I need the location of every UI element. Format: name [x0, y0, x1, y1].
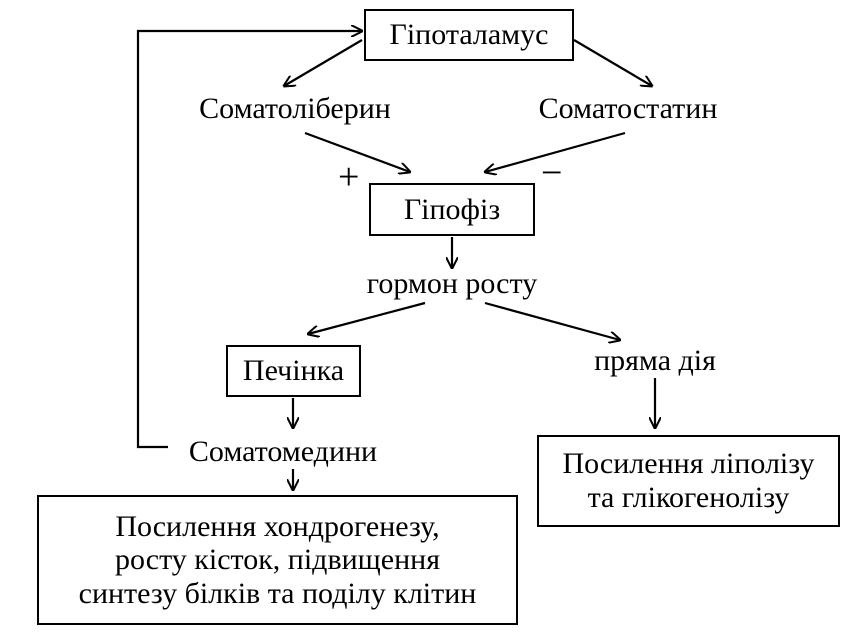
lipolysis-effect-line-1: Посилення ліполізу [562, 447, 815, 481]
direct-action-label: пряма дія [594, 344, 716, 377]
stimulation-sign: + [338, 156, 360, 198]
arrow-growth-hormone-to-direct-action [484, 301, 620, 340]
growth-hormone-label: гормон росту [366, 267, 538, 300]
arrow-somatostatin-to-pituitary [485, 131, 626, 172]
inhibition-sign: − [541, 152, 563, 194]
hypothalamus-box: Гіпоталамус [364, 9, 574, 61]
arrow-hypothalamus-to-somatostatin [573, 39, 652, 86]
growth-effect-line-1: Посилення хондрогенезу, [115, 509, 440, 543]
lipolysis-effect-line-2: та глікогенолізу [587, 481, 790, 514]
liver-label: Печінка [242, 354, 345, 388]
feedback-loop-arrow [136, 31, 362, 449]
growth-effect-box: Посилення хондрогенезу, росту кісток, пі… [37, 495, 518, 625]
arrow-somatoliberin-to-pituitary [304, 131, 410, 172]
arrow-hypothalamus-to-somatoliberin [284, 39, 363, 86]
liver-box: Печінка [226, 345, 361, 397]
lipolysis-effect-box: Посилення ліполізу та глікогенолізу [537, 435, 840, 527]
pituitary-box: Гіпофіз [369, 183, 535, 236]
arrow-growth-hormone-to-liver [308, 301, 426, 334]
somatoliberin-label: Соматоліберин [199, 92, 391, 125]
pituitary-label: Гіпофіз [403, 192, 501, 226]
somatomedins-label: Соматомедини [188, 435, 378, 468]
somatostatin-label: Соматостатин [538, 92, 718, 125]
hypothalamus-label: Гіпоталамус [389, 18, 549, 52]
growth-effect-line-3: синтезу білків та поділу клітин [78, 576, 477, 610]
growth-effect-line-2: росту кісток, підвищення [115, 543, 440, 577]
